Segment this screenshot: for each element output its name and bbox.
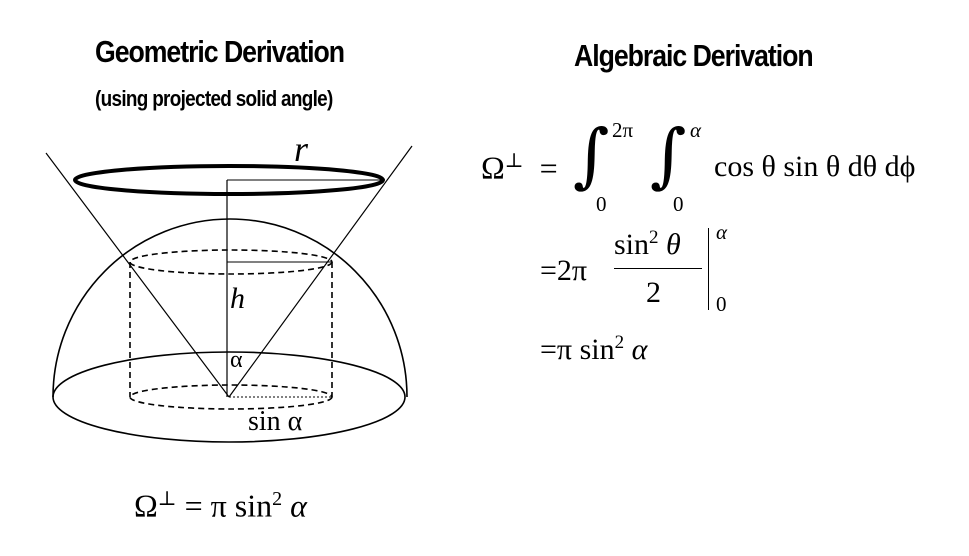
label-r: r: [294, 129, 309, 169]
cone-line-right: [228, 145, 413, 398]
hemisphere-outline: [52, 218, 408, 398]
result-rhs: = π sin: [184, 487, 273, 524]
label-h: h: [230, 282, 245, 315]
frac-num-exp: 2: [649, 227, 659, 248]
integral-sign-1: ∫: [573, 114, 610, 196]
result-equation: Ω⊥ = π sin2 α: [134, 486, 307, 525]
algebraic-title: Algebraic Derivation: [574, 38, 814, 73]
alg-line3-var: α: [631, 333, 648, 366]
eval-lower: 0: [716, 292, 727, 316]
alg-perp: ⊥: [504, 150, 524, 172]
label-alpha: α: [230, 347, 243, 373]
int2-upper: α: [690, 118, 702, 142]
result-lhs: Ω: [134, 487, 158, 524]
result-perp: ⊥: [157, 488, 177, 510]
int1-lower: 0: [596, 192, 607, 216]
label-sin-alpha: sin α: [248, 406, 303, 437]
cone-line-left: [45, 152, 230, 398]
cone-top-ellipse: [73, 164, 385, 196]
alg-fraction-den: 2: [646, 276, 661, 309]
alg-line3-exp: 2: [614, 332, 625, 353]
frac-num-sin: sin: [614, 228, 650, 261]
integral-sign-2: ∫: [650, 114, 687, 196]
alg-omega: Ω: [481, 149, 505, 186]
alg-line2-eq: =2π: [540, 254, 588, 287]
result-exp: 2: [272, 488, 283, 510]
int1-upper: 2π: [612, 118, 634, 142]
result-var: α: [290, 487, 307, 524]
alg-line1-lhs: Ω⊥ =: [481, 148, 558, 187]
fraction-bar: [614, 268, 702, 269]
alg-fraction-num: sin2 θ: [614, 227, 681, 262]
eval-upper: α: [716, 220, 728, 244]
geometric-title: Geometric Derivation: [95, 34, 345, 69]
alg-line3: =π sin2 α: [540, 332, 647, 367]
geometric-subtitle: (using projected solid angle): [95, 86, 333, 111]
alg-line3-eq: =π sin: [540, 333, 615, 366]
frac-num-var: θ: [666, 228, 681, 261]
int2-lower: 0: [673, 192, 684, 216]
integrand: cos θ sin θ dθ dϕ: [714, 150, 916, 183]
alg-eq1: =: [539, 149, 558, 186]
base-ellipse: [52, 351, 406, 443]
evaluation-bar: [708, 228, 709, 310]
